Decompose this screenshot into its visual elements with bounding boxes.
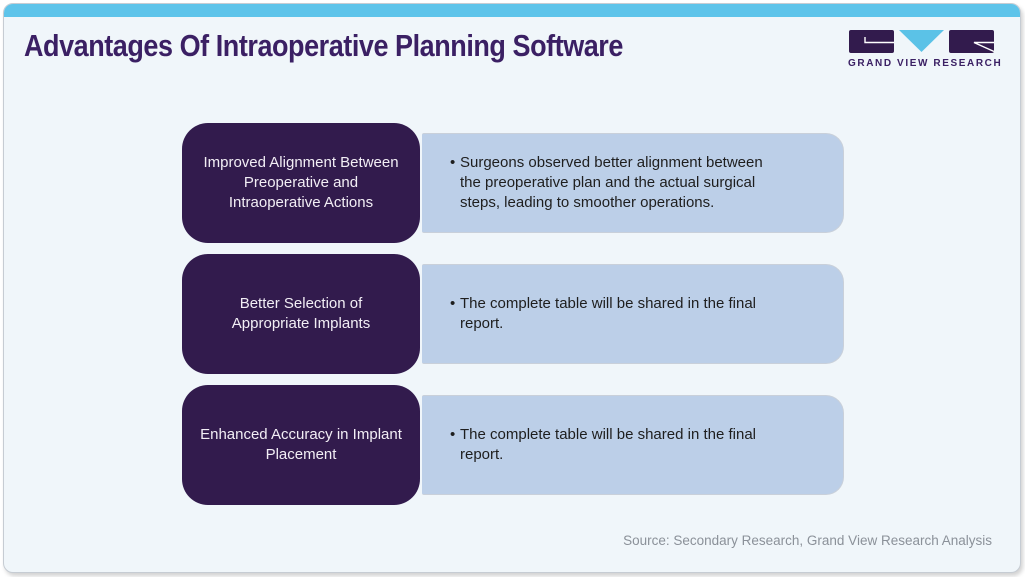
gvr-r-glyph — [973, 41, 995, 53]
advantage-description-box: • The complete table will be shared in t… — [422, 264, 844, 364]
gvr-logo-icon — [849, 30, 995, 53]
description-line: steps, leading to smoother operations. — [460, 194, 715, 211]
advantage-description-box: • The complete table will be shared in t… — [422, 395, 844, 495]
description-line: the preoperative plan and the actual sur… — [460, 174, 756, 191]
description-line: report. — [460, 446, 504, 463]
advantage-title-line: Better Selection of — [239, 295, 363, 312]
bullet-row: • The complete table will be shared in t… — [450, 294, 756, 334]
advantage-row: • The complete table will be shared in t… — [182, 385, 844, 505]
advantage-title-line: Improved Alignment Between — [203, 154, 399, 171]
description-line: report. — [460, 315, 504, 332]
gvr-v-triangle — [899, 30, 944, 52]
gvr-r-block — [949, 30, 994, 53]
advantage-title-line: Preoperative and — [243, 174, 359, 191]
advantage-title-box: Improved Alignment Between Preoperative … — [182, 123, 420, 243]
bullet-row: • Surgeons observed better alignment bet… — [450, 153, 763, 213]
description-line: The complete table will be shared in the… — [460, 426, 757, 443]
description-line: Surgeons observed better alignment betwe… — [460, 154, 763, 171]
page-title: Advantages Of Intraoperative Planning So… — [24, 28, 623, 63]
grand-view-research-logo: GRAND VIEW RESEARCH — [848, 29, 1003, 69]
slide-card: Advantages Of Intraoperative Planning So… — [3, 3, 1021, 573]
advantage-row: • The complete table will be shared in t… — [182, 254, 844, 374]
advantage-title-box: Enhanced Accuracy in Implant Placement — [182, 385, 420, 505]
top-accent-bar — [4, 4, 1020, 17]
advantage-title-line: Intraoperative Actions — [228, 194, 374, 211]
bullet-row: • The complete table will be shared in t… — [450, 425, 756, 465]
description-text: The complete table will be shared in the… — [460, 294, 756, 334]
gvr-g-glyph — [864, 37, 894, 44]
advantages-list: • Surgeons observed better alignment bet… — [182, 123, 844, 516]
description-text: Surgeons observed better alignment betwe… — [460, 153, 763, 213]
advantage-title-line: Appropriate Implants — [231, 315, 371, 332]
logo-brand-text: GRAND VIEW RESEARCH — [848, 58, 1003, 69]
advantage-title-line: Placement — [265, 446, 337, 463]
advantage-title-box: Better Selection of Appropriate Implants — [182, 254, 420, 374]
bullet-icon: • — [450, 426, 456, 443]
gvr-g-block — [849, 30, 894, 53]
bullet-icon: • — [450, 154, 456, 171]
bullet-icon: • — [450, 295, 456, 312]
advantage-description-box: • Surgeons observed better alignment bet… — [422, 133, 844, 233]
description-line: The complete table will be shared in the… — [460, 295, 757, 312]
advantage-title-line: Enhanced Accuracy in Implant — [200, 426, 402, 443]
source-note: Source: Secondary Research, Grand View R… — [623, 533, 992, 548]
description-text: The complete table will be shared in the… — [460, 425, 756, 465]
advantage-row: • Surgeons observed better alignment bet… — [182, 123, 844, 243]
